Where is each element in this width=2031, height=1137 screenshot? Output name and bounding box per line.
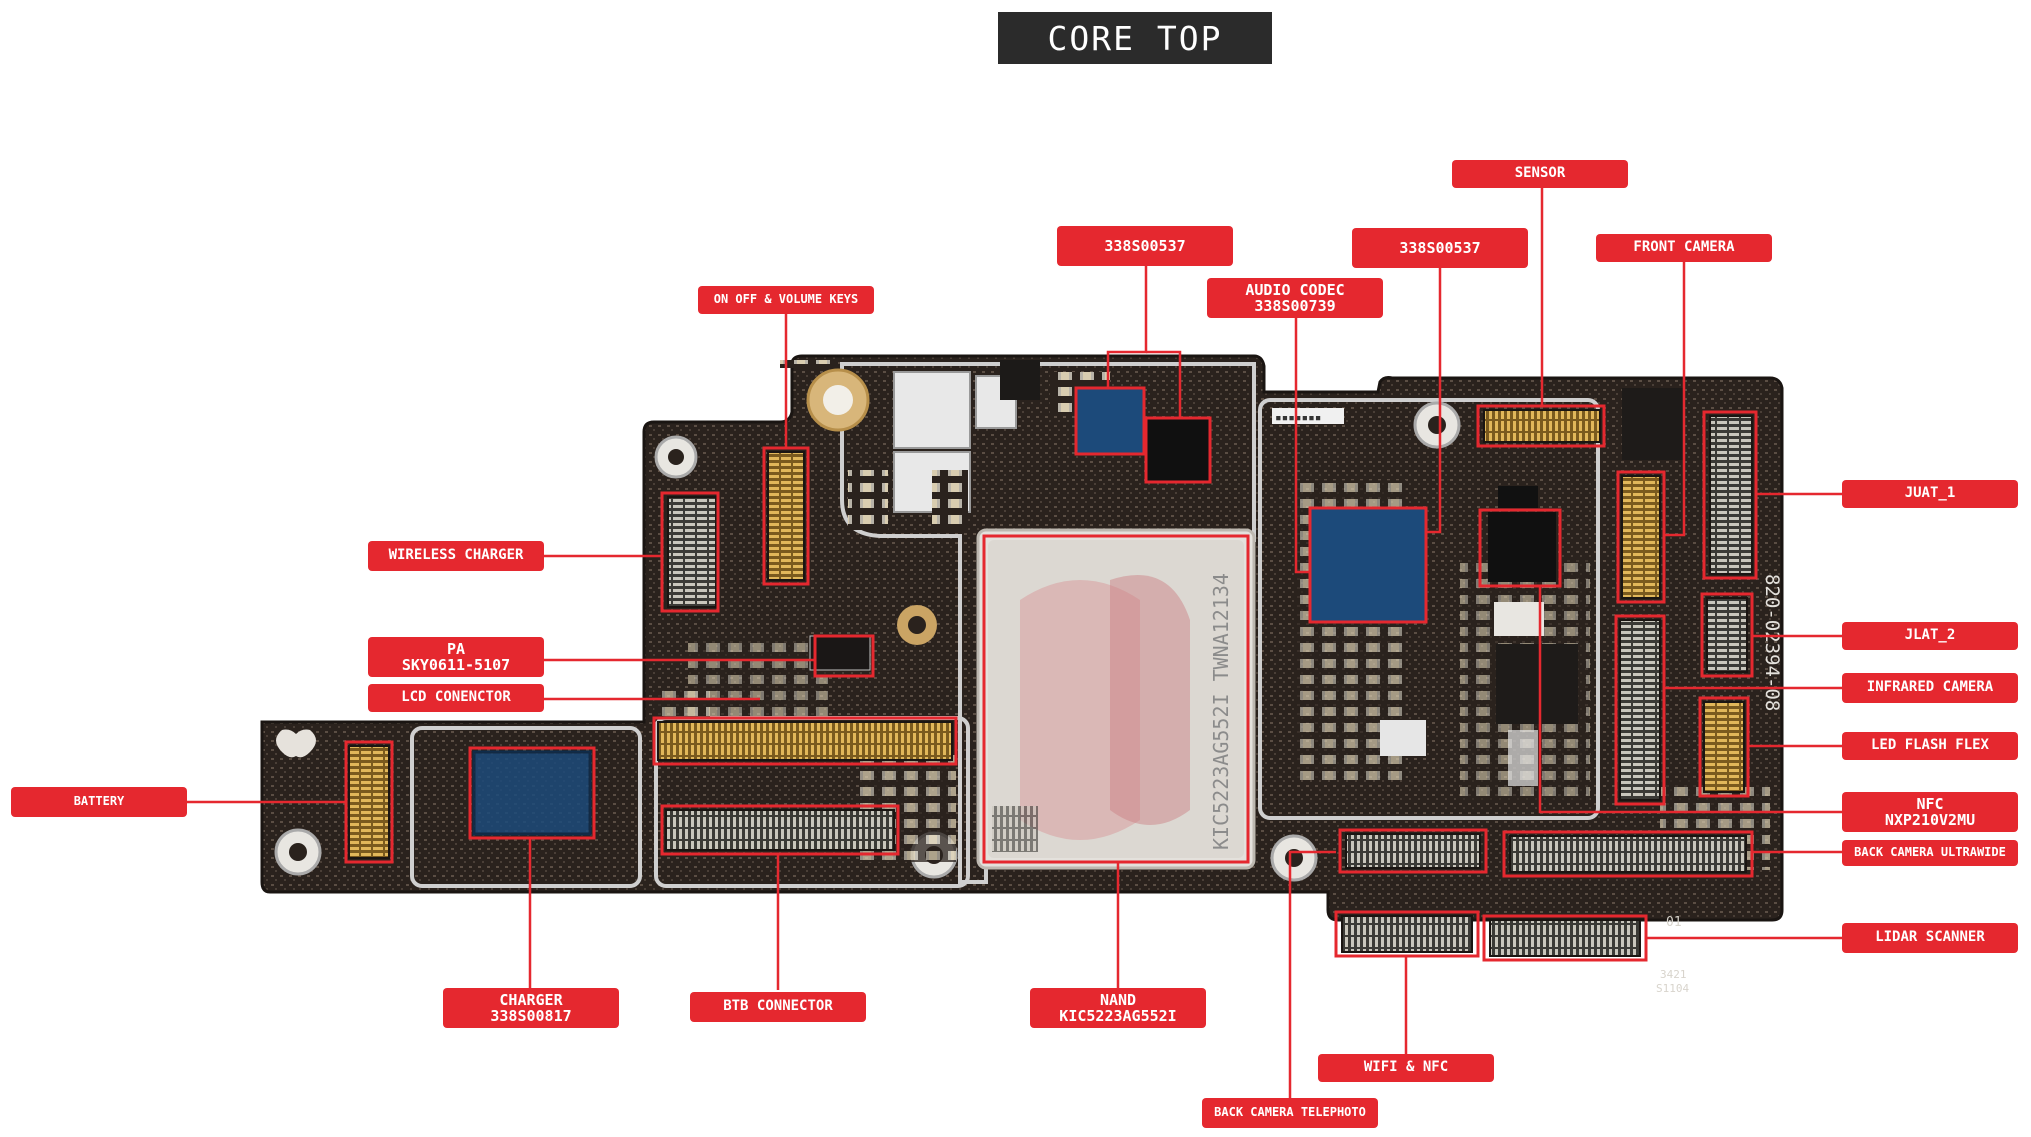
svg-text:▪▪▪▪▪▪▪: ▪▪▪▪▪▪▪ bbox=[1275, 411, 1321, 424]
nand-marking-text: KIC5223AG552I TWNA12134 bbox=[1209, 573, 1233, 850]
label-wifi-nfc: WIFI & NFC bbox=[1318, 1054, 1494, 1082]
label-juat-1: JUAT_1 bbox=[1842, 480, 2018, 508]
label-on-off-volume-keys: ON OFF & VOLUME KEYS bbox=[698, 286, 874, 314]
label-lidar-scanner: LIDAR SCANNER bbox=[1842, 923, 2018, 953]
processor-chip-blue bbox=[1308, 506, 1428, 624]
board-code-1: 3421 bbox=[1660, 968, 1687, 981]
label-front-camera: FRONT CAMERA bbox=[1596, 234, 1772, 262]
label-jlat-2: JLAT_2 bbox=[1842, 622, 2018, 650]
label-infrared-camera: INFRARED CAMERA bbox=[1842, 673, 2018, 703]
label-lcd-connector: LCD CONENCTOR bbox=[368, 684, 544, 712]
board-code-3: 01 bbox=[1666, 915, 1682, 930]
label-sensor: SENSOR bbox=[1452, 160, 1628, 188]
label-btb-connector: BTB CONNECTOR bbox=[690, 992, 866, 1022]
diagram-title: CORE TOP bbox=[998, 12, 1272, 64]
label-338s00537-right: 338S00537 bbox=[1352, 228, 1528, 268]
label-wireless-charger: WIRELESS CHARGER bbox=[368, 541, 544, 571]
label-led-flash-flex: LED FLASH FLEX bbox=[1842, 732, 2018, 760]
board-code-2: S1104 bbox=[1656, 982, 1689, 995]
label-back-camera-telephoto: BACK CAMERA TELEPHOTO bbox=[1202, 1098, 1378, 1128]
label-338s00537-left: 338S00537 bbox=[1057, 226, 1233, 266]
label-battery: BATTERY bbox=[11, 787, 187, 817]
label-back-camera-ultrawide: BACK CAMERA ULTRAWIDE bbox=[1842, 840, 2018, 866]
board-part-number: 820-02394-08 bbox=[1761, 574, 1783, 711]
